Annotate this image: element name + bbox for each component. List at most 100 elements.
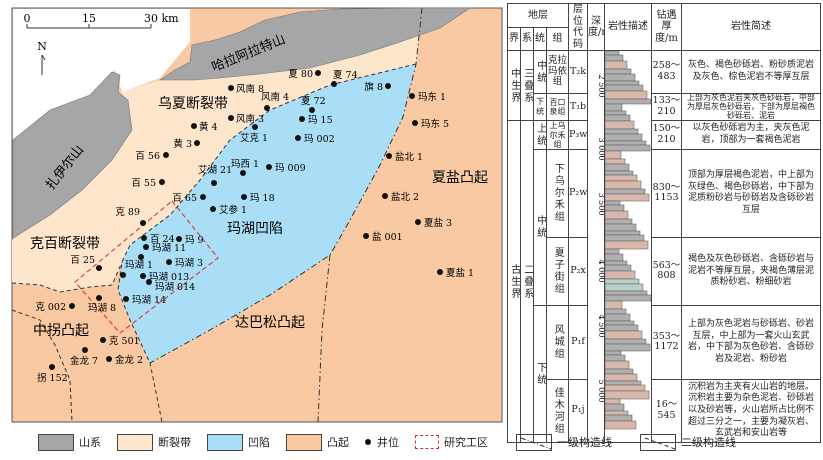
well-label: 玛湖 014 [155, 282, 195, 293]
well-marker [96, 265, 102, 271]
lithology-bed [605, 128, 639, 135]
well-marker [299, 116, 305, 122]
zhaer-mountain-area [12, 71, 133, 239]
well-label: 玛 9 [185, 235, 204, 246]
label-kebai-fault: 克百断裂带 [30, 236, 100, 252]
lithology-bed [605, 180, 642, 190]
lithology-bed [605, 420, 637, 430]
well-marker [176, 236, 182, 242]
well-label: 金龙 2 [115, 354, 143, 366]
header-lithology: 岩性描述 [604, 3, 652, 51]
lithology-bed [605, 248, 620, 255]
lithology-bed [605, 403, 625, 412]
series: 下统 [533, 92, 547, 122]
well-label: 盐北 1 [395, 151, 423, 163]
well-label: 艾参 1 [219, 204, 247, 216]
uplift-swatch [286, 433, 322, 451]
well-marker [385, 83, 391, 89]
era-mesozoic: 中生界 [507, 49, 521, 122]
well-marker [309, 107, 315, 113]
lithology-bed [605, 330, 643, 340]
first-order-structure-lines [149, 7, 423, 423]
well-label: 百 56 [135, 151, 160, 162]
code: P₁f [568, 304, 588, 380]
legend-label: 凸起 [327, 436, 349, 449]
header-code: 层位代码 [568, 3, 588, 51]
depth-scale: 2 5003 0003 5004 0004 5005 000 [587, 50, 605, 443]
fault-belt-area [12, 8, 425, 292]
well-label: 夏盐 1 [446, 267, 474, 279]
well-label: 盐 001 [372, 231, 403, 243]
legend-mountain: 山系 [38, 433, 101, 451]
lithology-bed [605, 354, 626, 362]
scale-tick-15: 15 [82, 12, 96, 25]
well-label: 黄 4 [199, 121, 218, 133]
label-mahu-sag: 玛湖凹陷 [227, 221, 283, 237]
lithology-bed [605, 283, 644, 292]
thickness: 150～210 [651, 120, 682, 150]
series: 中统 [533, 148, 547, 306]
well-label: 夏 72 [301, 96, 326, 107]
well-label: 玛湖 013 [149, 272, 189, 283]
scale-tick-30: 30 km [144, 12, 179, 25]
well-marker [409, 93, 415, 99]
well-label: 克 89 [115, 207, 140, 218]
well-marker [266, 164, 272, 170]
well-label: 百 55 [131, 178, 156, 189]
lithology-bed [605, 51, 620, 56]
well-marker [120, 272, 126, 278]
well-marker [200, 194, 206, 200]
formation: 下乌尔禾组 [546, 148, 569, 238]
lithology-bed [605, 338, 647, 345]
lithology-bed [605, 278, 640, 285]
lithology-bed [605, 103, 623, 112]
well-label: 玛湖 1 [125, 260, 153, 271]
well-marker [100, 337, 106, 343]
second-order-line-icon [640, 433, 676, 451]
label-xiayan-uplift: 夏盐凸起 [432, 170, 488, 186]
lithology-bed [605, 60, 628, 70]
legend-label: 二级构造线 [681, 436, 736, 449]
well-label: 玛东 5 [421, 118, 449, 130]
lithology-bed [605, 414, 633, 422]
lithology-bed [605, 324, 639, 332]
formation: 夏子街组 [546, 236, 569, 306]
well-marker [194, 140, 200, 146]
thickness: 563～808 [651, 236, 682, 306]
lithology-bed [605, 188, 646, 195]
lithology-bed [605, 410, 629, 416]
formation: 百口泉组 [546, 92, 569, 122]
code: T₂k [568, 50, 588, 94]
well-label: 风南 8 [236, 83, 264, 95]
well-label: 黄 3 [173, 138, 192, 150]
fault-belt-swatch [117, 433, 153, 451]
lithology-bed [605, 120, 635, 130]
well-label: 玛湖 3 [175, 258, 203, 269]
well-marker [252, 124, 258, 130]
formation: 克拉玛依组 [546, 50, 569, 94]
lithology-bed [605, 294, 651, 302]
well-label: 玛 009 [275, 163, 306, 174]
depth-tick: 4 500 [597, 315, 605, 338]
well-label: 玛 002 [304, 134, 335, 145]
lithology-bed [605, 218, 633, 225]
hala-mountain-area [159, 7, 471, 81]
depth-tick: 3 500 [597, 193, 605, 216]
well-label: 夏 74 [333, 70, 358, 81]
well-label: 金龙 7 [70, 355, 98, 367]
well-label: 夏 80 [288, 69, 313, 80]
lithology-bed [605, 90, 648, 100]
north-arrow-icon [41, 54, 46, 75]
lithology-bed [605, 360, 630, 370]
lithology-bed [605, 80, 640, 86]
well-label: 百 24 [150, 234, 175, 245]
geological-map: 0 15 30 km N 哈拉阿拉特山 扎伊尔山 乌夏断裂带 克百断裂带 中拐凸… [11, 7, 503, 423]
first-order-line-icon [516, 433, 552, 451]
code: P₁j [568, 378, 588, 443]
lithology-bed [605, 260, 628, 266]
code: P₂x [568, 236, 588, 306]
well-label: 玛 15 [308, 115, 333, 126]
series: 上统 [533, 120, 547, 150]
lithology-bed [605, 313, 631, 322]
